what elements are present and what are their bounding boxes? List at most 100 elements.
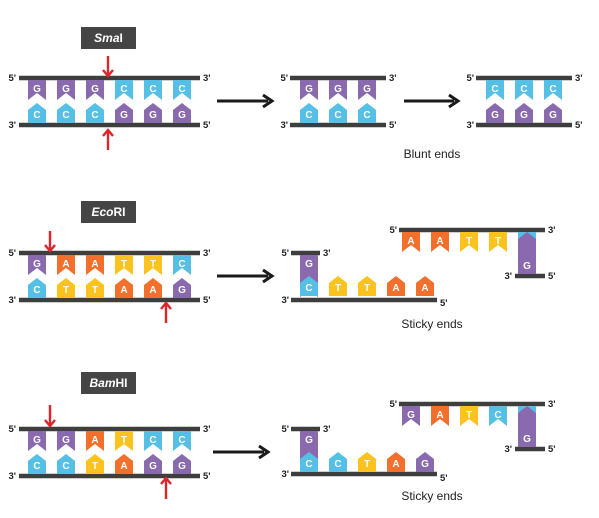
section-0-frag-right-bottom-base-2: G — [544, 103, 562, 123]
section-2-frag-left-bottom-base-3-shape — [387, 452, 405, 472]
section-1-frag-right-top-base-1-shape — [431, 232, 449, 252]
section-1-frag-right-end-3: 3' — [548, 225, 556, 236]
section-0-bottom-base-0: C — [28, 103, 46, 123]
section-0-bottom-base-3: G — [115, 103, 133, 123]
section-1-frag-left-top-base-0-letter: G — [305, 259, 313, 270]
section-0-frag-left-bottom-base-1-shape — [329, 103, 347, 123]
section-1-frag-left-end-5b: 5' — [440, 298, 448, 309]
section-0-frag-right-top-base-1-letter: C — [520, 84, 527, 95]
section-2-bottom-base-0: C — [28, 454, 46, 474]
section-2-frag-right-top-base-1-shape — [431, 406, 449, 426]
section-2-cut-arrow-top — [44, 405, 56, 428]
section-1-top-base-1-shape — [57, 255, 75, 275]
section-0-frag-right-end-3b: 3' — [466, 120, 474, 131]
section-2-flow-arrow — [213, 444, 271, 460]
section-2-frag-right-top-base-2: T — [460, 406, 478, 426]
section-0-top-strand — [19, 75, 200, 81]
section-1-frag-left-bottom-base-2-shape — [358, 276, 376, 296]
section-1-caption: Sticky ends — [401, 317, 462, 331]
section-1-top-base-3-letter: T — [121, 259, 127, 270]
section-0-top-base-4: C — [144, 80, 162, 100]
section-0-frag-left-top-base-2-letter: G — [363, 84, 371, 95]
section-1-frag-left-top-strand — [291, 250, 320, 256]
section-0-frag-right-bottom-base-0: G — [486, 103, 504, 123]
section-1-frag-right-top-base-3: T — [489, 232, 507, 252]
section-0-bottom-base-3-letter: G — [120, 110, 128, 121]
section-2-frag-left-end-5: 5' — [281, 424, 289, 435]
section-1-top-base-2-letter: A — [91, 259, 98, 270]
section-0-enzyme-box-label: SmaI — [94, 31, 123, 45]
section-1-enzyme-box-suffix: RI — [114, 205, 126, 219]
section-1-frag-right-top-base-0: A — [402, 232, 420, 252]
section-1-frag-right-top-strand — [399, 227, 545, 233]
section-2-frag-right-top-base-1-letter: A — [436, 410, 443, 421]
section-2-frag-left-bottom-base-2: T — [358, 452, 376, 472]
section-0-enzyme-box-prefix: Sma — [94, 31, 120, 45]
section-2-cut-arrow-top-head — [44, 419, 56, 428]
section-2-frag-left-bottom-base-1: C — [329, 452, 347, 472]
section-2-flow-arrow-head — [258, 444, 271, 460]
section-2-bottom-base-2-shape — [86, 454, 104, 474]
section-0-top-base-5-letter: C — [178, 84, 185, 95]
section-2-bottom-base-3-letter: A — [120, 461, 127, 472]
section-2-cut-arrow-bottom-head — [160, 476, 172, 485]
section-0-bottom-base-5-letter: G — [178, 110, 186, 121]
section-2-bottom-base-3-shape — [115, 454, 133, 474]
section-2-frag-right-bottom-strand — [515, 446, 545, 452]
section-1-frag-left-end-3: 3' — [323, 248, 331, 259]
section-0-frag-left-bottom-base-0-letter: C — [305, 110, 312, 121]
section-2-top-base-5-letter: C — [178, 435, 185, 446]
section-0-top-base-3-shape — [115, 80, 133, 100]
section-0-top-base-1-shape — [57, 80, 75, 100]
section-1-top-strand — [19, 250, 200, 256]
section-1-frag-left-bottom-base-4-shape — [416, 276, 434, 296]
section-0-frag-right-end-5: 5' — [466, 73, 474, 84]
section-2-bottom-base-4-shape — [144, 454, 162, 474]
section-2-enzyme-box-label: BamHI — [89, 376, 127, 390]
section-0-cut-arrow-top-head — [102, 69, 114, 78]
section-1-frag-left-bottom-base-0-shape — [300, 276, 318, 296]
section-2-frag-left-bottom-base-3-letter: A — [392, 459, 399, 470]
section-0-frag-right-top-base-1: C — [515, 80, 533, 100]
section-0-frag-right-bottom-base-1: G — [515, 103, 533, 123]
section-1-top-base-1: A — [57, 255, 75, 275]
section-2-frag-left-bottom-base-4: G — [416, 452, 434, 472]
section-2-frag-right-end-5: 5' — [389, 399, 397, 410]
section-2-frag-left-bottom-base-3: A — [387, 452, 405, 472]
section-2-enzyme-box-suffix: HI — [116, 376, 128, 390]
section-0-end-3-right: 3' — [203, 73, 211, 84]
section-0-frag-left-top-strand — [290, 75, 386, 81]
section-0-bottom-base-2-letter: C — [91, 110, 98, 121]
section-1-top-base-2: A — [86, 255, 104, 275]
section-2-bottom-base-5-letter: G — [178, 461, 186, 472]
section-0-flow-arrow-1-head — [262, 93, 275, 109]
section-1-frag-left-bottom-base-1-shape — [329, 276, 347, 296]
section-1-bottom-base-2-letter: T — [92, 285, 98, 296]
section-0-frag-right-bottom-base-2-letter: G — [549, 110, 557, 121]
section-2-frag-left-bottom-base-1-letter: C — [334, 459, 341, 470]
section-1-bottom-strand — [19, 297, 200, 303]
section-0-top-base-3: C — [115, 80, 133, 100]
section-2-top-base-0: G — [28, 431, 46, 451]
section-1-frag-right-top-base-2-shape — [460, 232, 478, 252]
section-0-frag-right-top-base-0-letter: C — [491, 84, 498, 95]
section-0-enzyme-box-bg — [81, 27, 136, 49]
section-2-end-5-right: 5' — [203, 471, 211, 482]
section-2-frag-right-top-base-2-letter: T — [466, 410, 472, 421]
section-2-frag-right-bottom-base-0: G — [518, 406, 536, 447]
section-2-end-5-left: 5' — [8, 424, 16, 435]
section-1-frag-left-end-3b: 3' — [281, 295, 289, 306]
section-1-bottom-base-0: C — [28, 278, 46, 298]
section-1-frag-left-bottom-base-2: T — [358, 276, 376, 296]
section-0-frag-left-top-base-1-letter: G — [334, 84, 342, 95]
section-1-bottom-base-1-letter: T — [63, 285, 69, 296]
section-1-bottom-base-5: G — [173, 278, 191, 298]
section-2-frag-left-bottom-base-2-letter: T — [364, 459, 370, 470]
section-0-cut-arrow-top — [102, 56, 114, 78]
section-1-frag-right-top-base-0-letter: A — [407, 236, 414, 247]
section-2-bottom-base-2: T — [86, 454, 104, 474]
section-1-bottom-base-4-letter: A — [149, 285, 156, 296]
section-1-top-base-5-shape — [173, 255, 191, 275]
section-0-bottom-base-5: G — [173, 103, 191, 123]
section-1-bottom-base-4-shape — [144, 278, 162, 298]
